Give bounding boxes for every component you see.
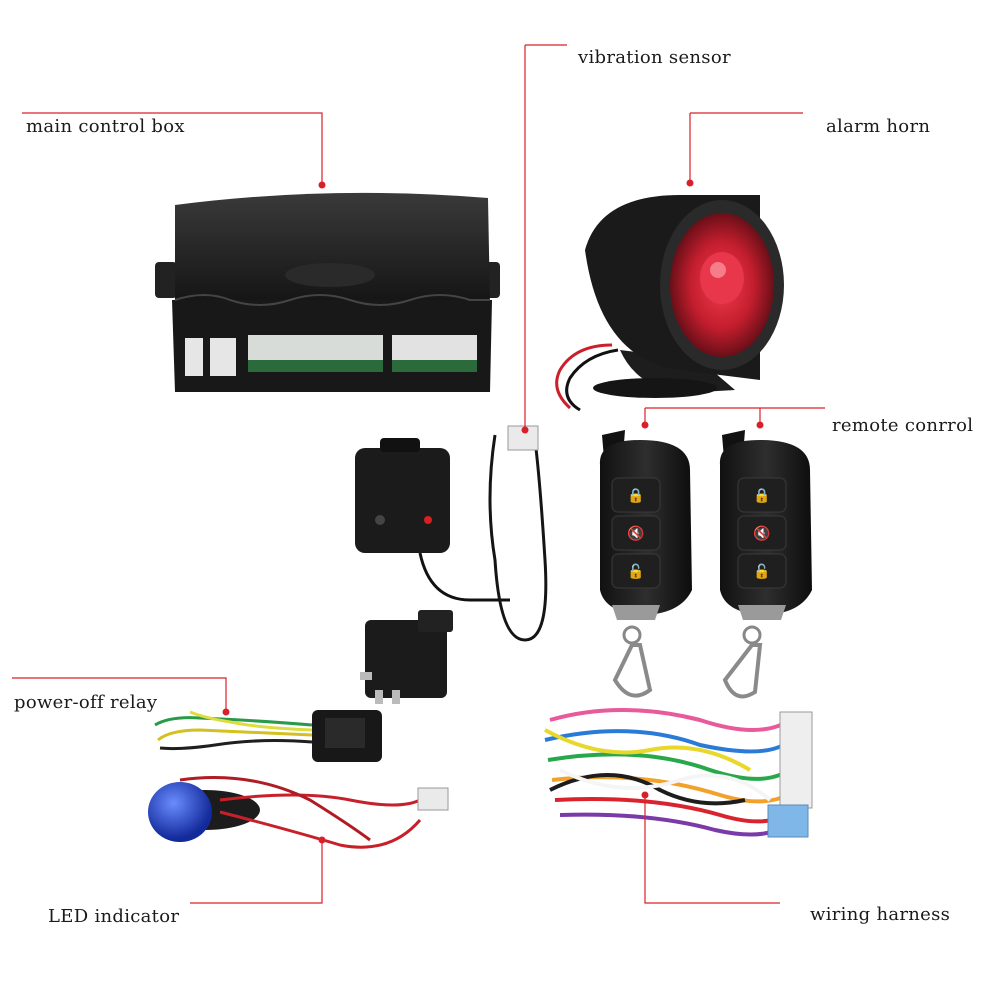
label-remote-control: remote conrrol xyxy=(832,415,974,436)
svg-text:🔓: 🔓 xyxy=(627,563,644,580)
wiring-harness xyxy=(544,708,813,838)
alarm-horn xyxy=(555,195,784,412)
relay-upper xyxy=(360,610,453,704)
label-main-control-box: main control box xyxy=(26,116,185,137)
svg-text:🔇: 🔇 xyxy=(753,525,770,542)
leader-main-control-box xyxy=(22,112,323,183)
svg-text:🔒: 🔒 xyxy=(627,488,644,504)
svg-text:🔒: 🔒 xyxy=(753,488,770,504)
leader-alarm-horn xyxy=(689,112,803,183)
svg-text:🔓: 🔓 xyxy=(753,563,770,580)
label-alarm-horn: alarm horn xyxy=(826,116,931,137)
label-power-off-relay: power-off relay xyxy=(14,692,158,713)
leader-lines xyxy=(12,44,825,904)
leader-power-off-relay xyxy=(12,677,227,712)
leader-remote-control xyxy=(644,407,825,425)
main-control-box xyxy=(155,192,500,392)
vibration-sensor xyxy=(355,425,548,642)
remote-control-right: 🔒 🔇 🔓 xyxy=(719,430,812,699)
power-off-relay xyxy=(154,710,382,762)
leader-vibration-sensor xyxy=(524,44,567,430)
label-wiring-harness: wiring harness xyxy=(810,904,951,925)
leader-wiring-harness xyxy=(644,795,780,904)
led-indicator xyxy=(148,776,449,849)
label-led-indicator: LED indicator xyxy=(48,906,180,927)
label-vibration-sensor: vibration sensor xyxy=(578,47,731,68)
leader-dots xyxy=(222,179,764,844)
leader-led-indicator xyxy=(190,840,323,904)
svg-text:🔇: 🔇 xyxy=(627,525,644,542)
remote-control-left: 🔒 🔇 🔓 xyxy=(599,430,692,698)
